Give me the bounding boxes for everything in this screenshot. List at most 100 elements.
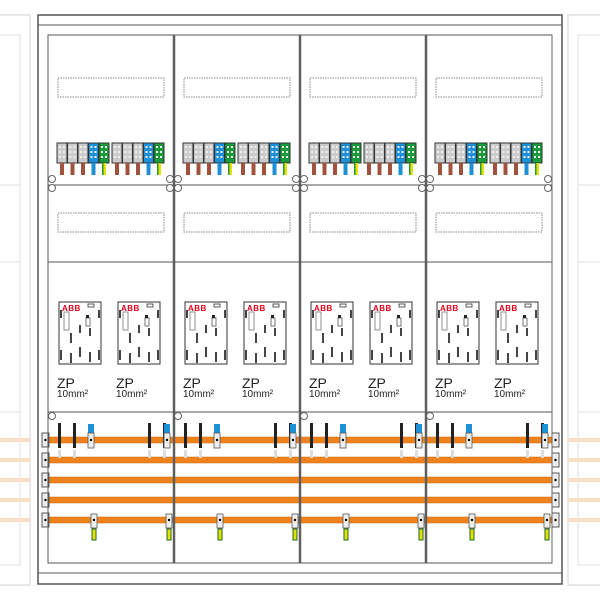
- terminal-wire: [186, 163, 190, 175]
- breaker-contact: [89, 352, 91, 362]
- terminal-screw: [492, 146, 494, 148]
- breaker-contact: [409, 350, 411, 360]
- breaker-contact: [264, 347, 266, 357]
- phase-connector: [274, 423, 277, 448]
- terminal-screw: [240, 151, 242, 153]
- earth-wire: [217, 528, 223, 541]
- terminal-screw: [84, 156, 86, 158]
- terminal-wire: [535, 163, 539, 175]
- terminal-screw: [216, 151, 219, 153]
- mounting-screw-icon: [418, 184, 426, 192]
- terminal-screw: [199, 146, 202, 148]
- breaker-contact: [507, 333, 509, 343]
- breaker-contact: [467, 352, 469, 362]
- terminal-screw: [84, 151, 86, 153]
- clamp-screw: [417, 438, 421, 442]
- terminal-block: [405, 142, 417, 164]
- abb-logo: ABB: [440, 304, 459, 313]
- terminal-screw: [527, 146, 530, 148]
- terminal-screw: [315, 151, 317, 153]
- terminal-block: [258, 142, 270, 164]
- breaker-contact: [129, 333, 131, 343]
- terminal-wire: [251, 163, 256, 175]
- terminal-screw: [220, 146, 223, 148]
- terminal-wire: [102, 163, 106, 175]
- mounting-screw-icon: [174, 184, 182, 192]
- terminal-wire: [125, 163, 130, 175]
- terminal-wire: [480, 163, 484, 175]
- phase-connector: [400, 423, 403, 448]
- breaker-contact: [129, 353, 131, 363]
- breaker-zp: [243, 301, 287, 365]
- terminal-screw: [240, 156, 242, 158]
- terminal-screw: [160, 146, 162, 148]
- terminal-screw: [437, 156, 439, 158]
- terminal-screw: [135, 156, 137, 158]
- terminal-block: [279, 142, 291, 164]
- terminal-wire: [115, 163, 119, 175]
- breaker-contact: [312, 310, 314, 318]
- terminal-screw: [135, 151, 137, 153]
- mounting-screw-icon: [418, 175, 426, 183]
- breaker-contact: [457, 325, 459, 333]
- terminal-screw: [458, 156, 460, 158]
- terminal-screw: [342, 146, 345, 148]
- terminal-wire: [196, 163, 201, 175]
- breaker-zp: [58, 301, 102, 365]
- terminal-screw: [101, 151, 103, 153]
- terminal-screw: [282, 151, 284, 153]
- terminal-wire: [438, 163, 442, 175]
- breaker-contact: [341, 352, 343, 362]
- terminal-screw: [185, 156, 187, 158]
- breaker-window: [522, 317, 528, 327]
- breaker-contact: [79, 347, 81, 357]
- terminal-screw: [391, 151, 393, 153]
- terminal-screw: [346, 151, 349, 153]
- terminal-block: [111, 142, 123, 164]
- breaker-contact: [186, 310, 188, 318]
- breaker-indicator: [524, 303, 532, 308]
- terminal-screw: [332, 146, 334, 148]
- terminal-screw: [397, 146, 400, 148]
- terminal-screw: [254, 146, 257, 148]
- cross-section-label: 10mm²: [183, 389, 215, 400]
- breaker-zp: [495, 301, 539, 365]
- terminal-screw: [199, 156, 202, 158]
- terminal-screw: [336, 146, 338, 148]
- terminal-screw: [250, 156, 253, 158]
- phase-connector: [73, 423, 76, 448]
- terminal-screw: [496, 146, 498, 148]
- ghost-panel: [0, 34, 21, 566]
- terminal-screw: [458, 146, 460, 148]
- clamp-screw: [92, 518, 96, 522]
- terminal-screw: [114, 156, 116, 158]
- terminal-screw: [271, 151, 274, 153]
- terminal-screw: [483, 151, 485, 153]
- neutral-wire: [466, 424, 472, 434]
- terminal-block: [67, 142, 78, 164]
- neutral-wire: [214, 424, 220, 434]
- terminal-wire: [503, 163, 508, 175]
- ghost-frame: [0, 14, 31, 586]
- terminal-screw: [128, 151, 131, 153]
- terminal-screw: [468, 156, 471, 158]
- breaker-contact: [70, 333, 72, 343]
- terminal-screw: [271, 146, 274, 148]
- abb-logo: ABB: [188, 304, 207, 313]
- terminal-screw: [286, 151, 288, 153]
- terminal-wire-stripe: [157, 163, 159, 175]
- breaker-contact: [157, 310, 159, 318]
- cross-section-label: 10mm²: [309, 389, 341, 400]
- terminal-screw: [286, 146, 288, 148]
- terminal-wire: [409, 163, 413, 175]
- breaker-zp: [117, 301, 161, 365]
- clamp-screw: [467, 438, 471, 442]
- breaker-contact: [467, 328, 469, 336]
- terminal-screw: [517, 156, 519, 158]
- breaker-contact: [196, 333, 198, 343]
- breaker-window: [270, 317, 276, 327]
- clamp-screw: [167, 518, 171, 522]
- terminal-screw: [332, 151, 334, 153]
- terminal-screw: [517, 146, 519, 148]
- terminal-screw: [366, 151, 368, 153]
